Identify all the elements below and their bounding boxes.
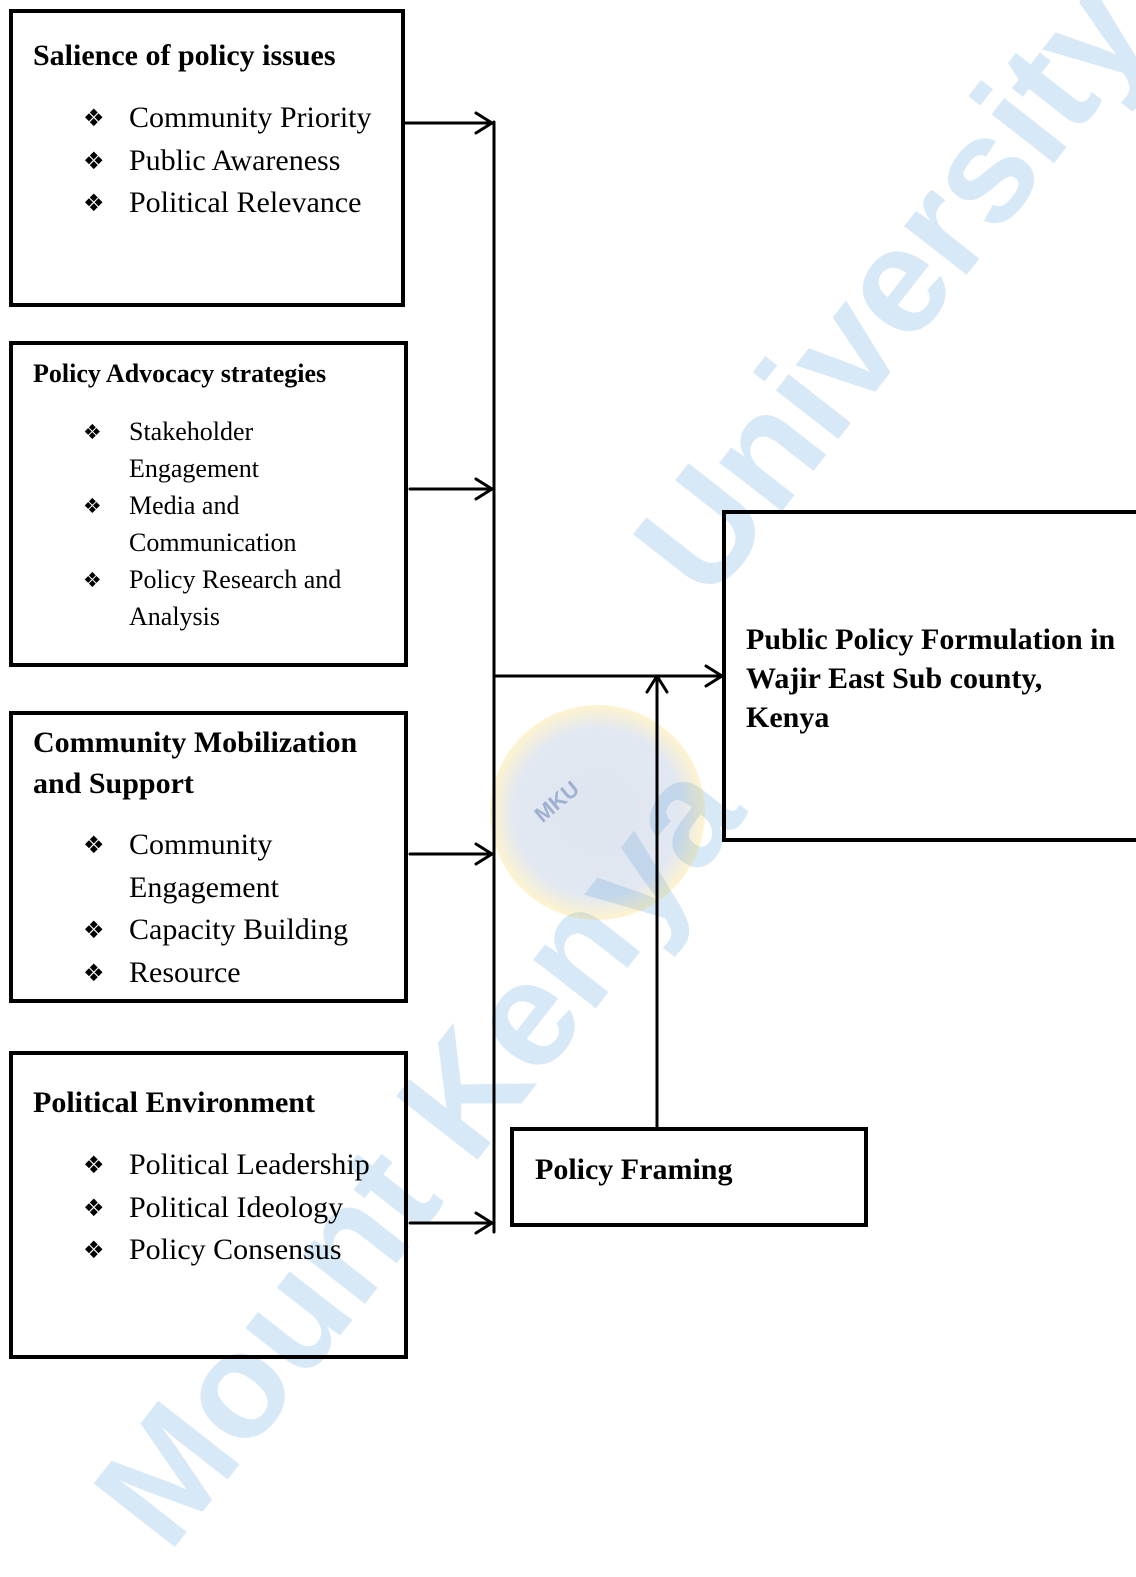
environment-list: ❖Political Leadership ❖Political Ideolog…	[83, 1144, 383, 1272]
arrow-advocacy-head	[474, 477, 494, 501]
bullet-icon: ❖	[83, 958, 105, 987]
advocacy-title: Policy Advocacy strategies	[33, 359, 327, 388]
outcome-title: Public Policy Formulation in Wajir East …	[746, 623, 1116, 734]
bullet-icon: ❖	[83, 831, 105, 859]
salience-title: Salience of policy issues	[33, 39, 336, 72]
advocacy-box	[9, 341, 408, 667]
bullet-icon: ❖	[83, 1236, 105, 1265]
mobilization-box	[9, 711, 408, 1003]
list-item: ❖Media and Communication	[83, 488, 383, 562]
bullet-icon: ❖	[83, 420, 102, 444]
mobilization-title: Community Mobilization and Support	[33, 726, 358, 800]
bullet-icon: ❖	[83, 104, 105, 132]
mobilization-list: ❖Community Engagement ❖Capacity Building…	[83, 824, 383, 994]
arrow-to-outcome-head	[704, 664, 724, 688]
list-item: ❖Policy Research and Analysis	[83, 562, 383, 636]
bullet-icon: ❖	[83, 189, 105, 218]
arrow-salience-head	[474, 111, 494, 135]
list-item: ❖Political Ideology	[83, 1187, 383, 1230]
arrow-mobilization-head	[474, 842, 494, 866]
bullet-icon: ❖	[83, 916, 105, 945]
bullet-icon: ❖	[83, 146, 105, 175]
list-item: ❖Capacity Building	[83, 909, 383, 952]
bullet-icon: ❖	[83, 493, 102, 518]
advocacy-list: ❖Stakeholder Engagement ❖Media and Commu…	[83, 414, 383, 635]
list-item: ❖Public Awareness	[83, 140, 383, 183]
university-seal: MKU	[490, 705, 705, 920]
bullet-icon: ❖	[83, 567, 102, 592]
arrow-environment-head	[474, 1211, 494, 1235]
list-item: ❖Community Engagement	[83, 824, 383, 909]
list-item: ❖Political Relevance	[83, 182, 383, 225]
outcome-box	[722, 510, 1136, 842]
bullet-icon: ❖	[83, 1193, 105, 1222]
list-item: ❖Resource	[83, 952, 383, 995]
arrow-framing-head	[645, 674, 669, 694]
list-item: ❖Stakeholder Engagement	[83, 414, 383, 488]
bullet-icon: ❖	[83, 1151, 105, 1179]
salience-box	[9, 9, 405, 307]
list-item: ❖Community Priority	[83, 97, 383, 140]
environment-box	[9, 1051, 408, 1359]
framing-box	[510, 1127, 868, 1227]
list-item: ❖Political Leadership	[83, 1144, 383, 1187]
salience-list: ❖Community Priority ❖Public Awareness ❖P…	[83, 97, 383, 225]
list-item: ❖Policy Consensus	[83, 1229, 383, 1272]
environment-title: Political Environment	[33, 1086, 315, 1119]
framing-title: Policy Framing	[535, 1153, 733, 1186]
